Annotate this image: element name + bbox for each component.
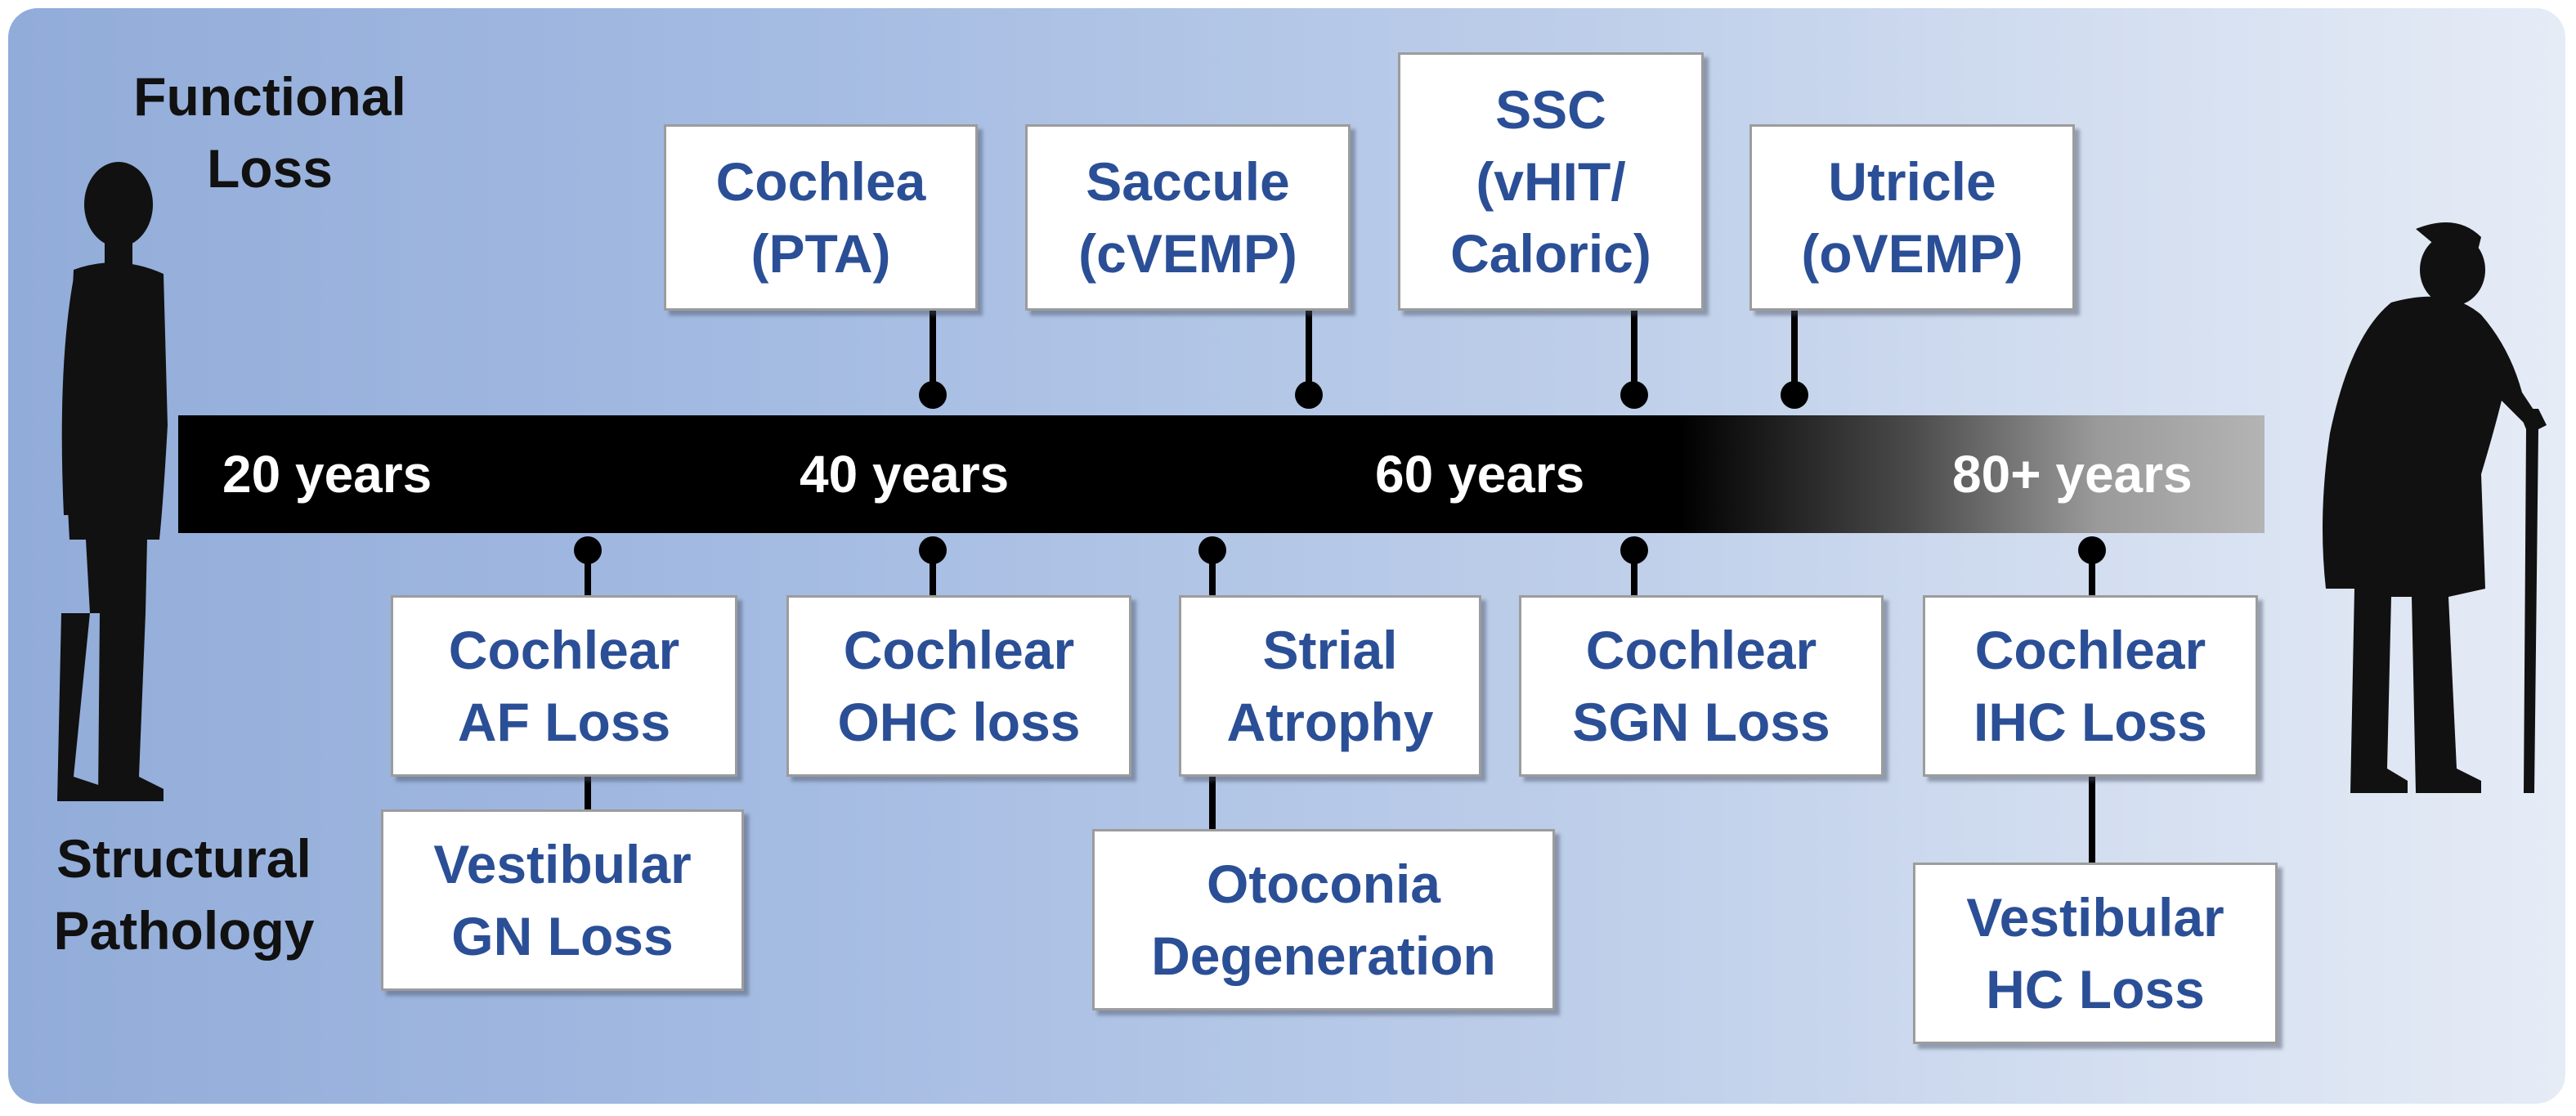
functional-loss-label: Functional Loss [133,66,406,199]
box-cochlear-sgn-loss-text: Cochlear SGN Loss [1572,620,1830,752]
box-otoconia-degeneration: Otoconia Degeneration [1092,829,1555,1011]
age-label-40: 40 years [800,445,1010,504]
connector-dot-cochlea [919,381,947,409]
box-ssc-vhit-caloric-text: SSC (vHIT/ Caloric) [1450,79,1651,284]
young-person-icon [57,162,168,801]
box-strial-atrophy: Strial Atrophy [1179,595,1481,777]
age-label-80: 80+ years [1952,445,2193,504]
box-cochlear-sgn-loss: Cochlear SGN Loss [1519,595,1884,777]
elderly-person-with-cane-icon [2323,222,2547,793]
box-utricle-ovemp-text: Utricle (oVEMP) [1801,151,2023,284]
box-strial-atrophy-text: Strial Atrophy [1226,620,1434,752]
structural-pathology-label: Structural Pathology [53,828,315,961]
connector-ssc [1631,311,1637,392]
age-timeline-bar [178,415,2265,533]
box-vestibular-gn-loss-text: Vestibular GN Loss [433,834,692,966]
box-cochlea-pta: Cochlea (PTA) [664,124,978,311]
connector-dot-utricle [1781,381,1808,409]
box-saccule-cvemp: Saccule (cVEMP) [1025,124,1351,311]
connector-dot-saccule [1295,381,1323,409]
box-vestibular-hc-loss-text: Vestibular HC Loss [1966,887,2224,1020]
box-cochlear-ihc-loss-text: Cochlear IHC Loss [1973,620,2208,752]
connector-ihc [2089,549,2095,595]
box-cochlea-pta-text: Cochlea (PTA) [715,151,926,284]
box-vestibular-hc-loss: Vestibular HC Loss [1913,863,2278,1044]
box-saccule-cvemp-text: Saccule (cVEMP) [1078,151,1297,284]
connector-strial [1209,549,1216,595]
connector-ohc [930,549,936,595]
connector-gn [585,777,591,809]
connector-utricle [1791,311,1798,392]
connector-af [585,549,591,595]
connector-dot-ssc [1620,381,1648,409]
box-cochlear-ohc-loss: Cochlear OHC loss [786,595,1131,777]
box-utricle-ovemp: Utricle (oVEMP) [1749,124,2075,311]
connector-cochlea [930,311,936,392]
connector-sgn [1631,549,1637,595]
connector-saccule [1306,311,1312,392]
box-ssc-vhit-caloric: SSC (vHIT/ Caloric) [1398,52,1704,311]
age-label-60: 60 years [1375,445,1585,504]
box-cochlear-af-loss-text: Cochlear AF Loss [448,620,680,752]
box-cochlear-ihc-loss: Cochlear IHC Loss [1923,595,2258,777]
box-cochlear-af-loss: Cochlear AF Loss [391,595,737,777]
age-label-20: 20 years [222,445,432,504]
box-vestibular-gn-loss: Vestibular GN Loss [381,809,744,991]
connector-hc [2089,777,2095,863]
connector-otoconia [1209,777,1216,829]
box-otoconia-degeneration-text: Otoconia Degeneration [1151,854,1496,986]
box-cochlear-ohc-loss-text: Cochlear OHC loss [837,620,1081,752]
